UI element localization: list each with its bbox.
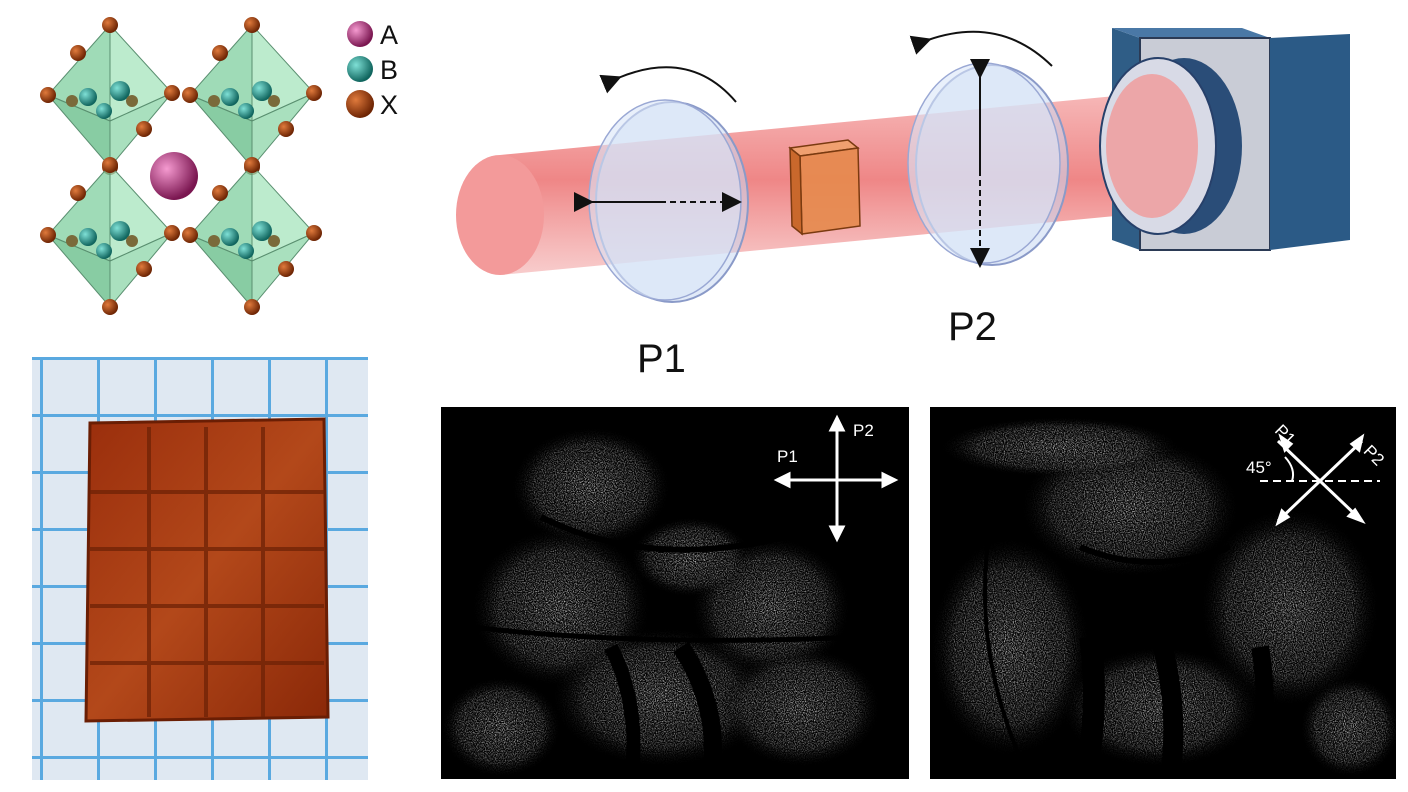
polarizer-p2 [907,59,1069,268]
legend-b-swatch [347,56,373,82]
rotation-arrow-p1 [599,66,737,103]
polarizer-axes-45 [1260,433,1380,527]
polarizer-axes-crossed [773,414,899,543]
polarized-image-45deg-svg: P1 P2 45° [930,407,1396,782]
birefringence-pattern [441,407,909,779]
polarized-image-crossed-svg: P1 P2 [441,407,909,781]
polarizer-p1 [574,99,749,303]
camera [1099,28,1350,251]
axis-label-p1: P1 [777,447,798,466]
beam-end [456,155,544,275]
grid-through-crystal [90,427,324,717]
p1-label: P1 [637,337,686,381]
angle-label: 45° [1246,458,1272,477]
birefringence-pattern-45 [930,407,1396,779]
a-site-atom [150,152,198,200]
octahedron-top-right [181,16,323,176]
legend-a-label: A [380,20,398,50]
legend-b-label: B [380,55,398,85]
sample-photo-svg [32,357,368,780]
crystal-structure-svg: A B X [39,16,398,316]
legend-x-swatch [346,90,374,118]
sample-photo [32,357,368,780]
rotation-arrow-p2 [909,30,1053,67]
crystal-structure-diagram: A B X [0,0,420,345]
crystal-sample [788,139,861,236]
polarizer-setup-diagram: P1 P2 [440,0,1408,395]
octahedron-bottom-right [181,156,323,316]
polarized-image-45deg: P1 P2 45° [930,407,1396,782]
octahedron-top-left [39,16,181,176]
axis-label-p2: P2 [853,421,874,440]
polarized-image-crossed: P1 P2 [441,407,909,781]
p2-label: P2 [948,305,997,349]
legend-a-swatch [347,21,373,47]
setup-svg: P1 P2 [456,28,1350,381]
legend-x-label: X [380,90,398,120]
